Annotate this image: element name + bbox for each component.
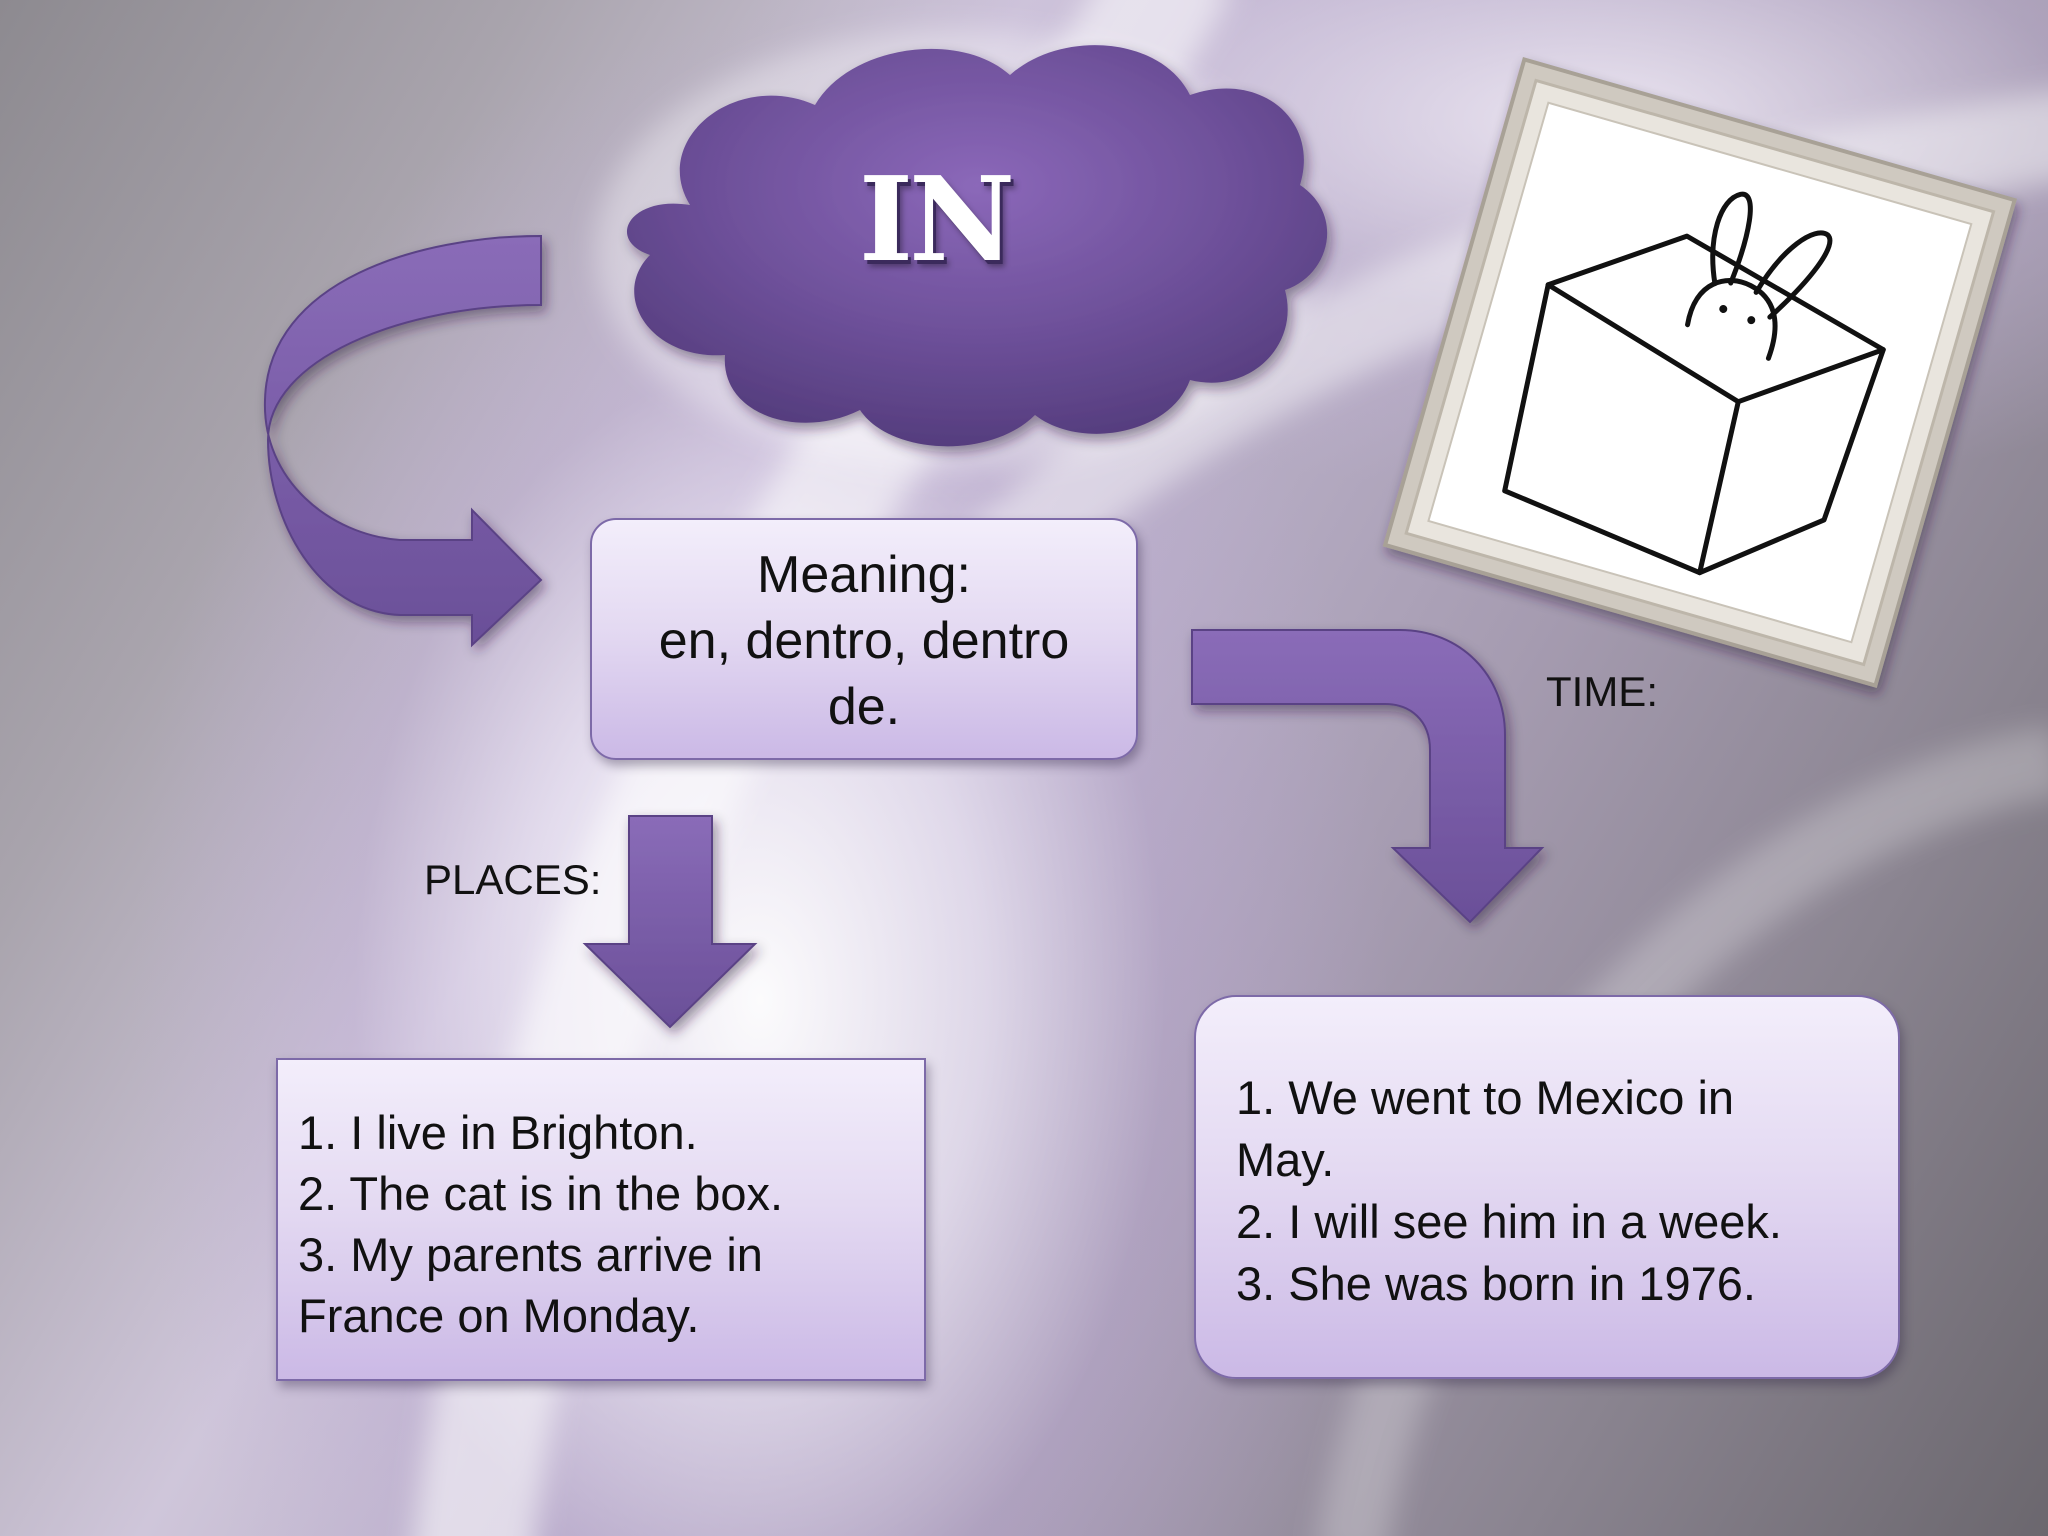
arrow-cloud-to-meaning <box>263 234 543 648</box>
places-example: 2. The cat is in the box. <box>298 1167 784 1220</box>
meaning-text-line: de. <box>827 678 901 736</box>
time-examples-box: 1. We went to Mexico in May. 2. I will s… <box>1194 995 1900 1379</box>
meaning-box: Meaning: en, dentro, dentro de. <box>590 518 1138 760</box>
time-example: 2. I will see him in a week. <box>1236 1195 1782 1248</box>
time-label: TIME: <box>1546 668 1658 715</box>
places-label: PLACES: <box>424 856 602 903</box>
time-example: 1. We went to Mexico in <box>1236 1071 1735 1124</box>
places-example: 1. I live in Brighton. <box>298 1106 698 1159</box>
places-example: 3. My parents arrive in <box>298 1228 763 1281</box>
meaning-text-line: en, dentro, dentro <box>658 612 1070 670</box>
places-example: France on Monday. <box>298 1289 700 1342</box>
places-examples-box: 1. I live in Brighton. 2. The cat is in … <box>276 1058 926 1381</box>
time-example: 3. She was born in 1976. <box>1236 1257 1756 1310</box>
bunny-in-box-icon <box>1382 57 2018 688</box>
arrow-to-places <box>582 815 758 1029</box>
cloud-icon <box>626 45 1328 447</box>
meaning-heading: Meaning: <box>757 546 971 604</box>
time-example: May. <box>1236 1133 1335 1186</box>
arrow-to-time <box>1191 629 1545 924</box>
page-title: IN <box>858 152 1015 288</box>
